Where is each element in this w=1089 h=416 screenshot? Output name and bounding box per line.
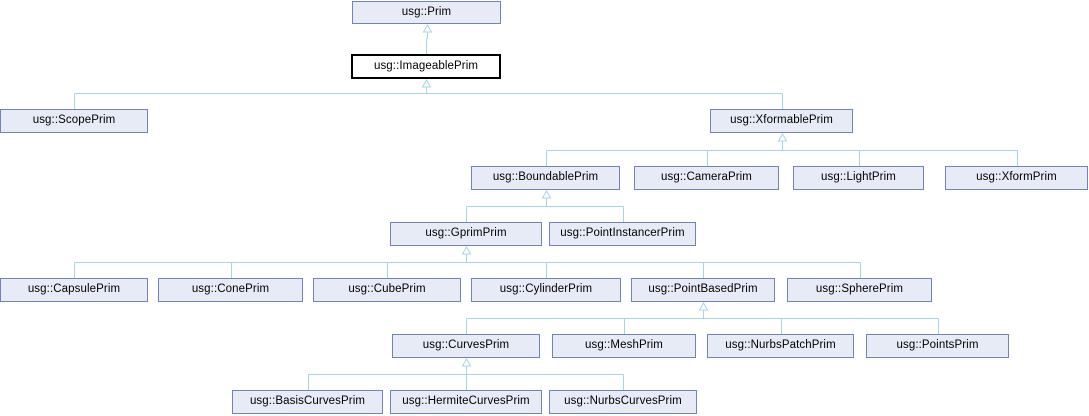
class-node-mesh[interactable]: usg::MeshPrim (552, 334, 696, 358)
class-node-scope[interactable]: usg::ScopePrim (0, 109, 148, 133)
class-node-basiscurves[interactable]: usg::BasisCurvesPrim (232, 390, 383, 414)
class-node-prim[interactable]: usg::Prim (352, 1, 501, 24)
class-node-gprim[interactable]: usg::GprimPrim (390, 222, 542, 246)
class-node-label: usg::MeshPrim (585, 339, 663, 352)
class-node-capsule[interactable]: usg::CapsulePrim (0, 278, 148, 302)
class-node-sphere[interactable]: usg::SpherePrim (787, 278, 932, 302)
class-node-label: usg::ScopePrim (32, 114, 116, 127)
class-node-label: usg::CapsulePrim (27, 283, 121, 296)
edge-group-curves (308, 357, 624, 391)
class-node-cube[interactable]: usg::CubePrim (313, 278, 461, 302)
class-node-label: usg::PointBasedPrim (648, 283, 758, 296)
class-node-label: usg::NurbsPatchPrim (725, 339, 836, 352)
class-node-label: usg::CubePrim (348, 283, 426, 296)
class-node-label: usg::ConePrim (191, 283, 270, 296)
class-node-imageable[interactable]: usg::ImageablePrim (351, 54, 501, 79)
class-node-label: usg::ImageablePrim (373, 59, 479, 72)
class-node-label: usg::BoundablePrim (492, 171, 599, 184)
class-node-points[interactable]: usg::PointsPrim (866, 334, 1009, 358)
class-node-label: usg::PointInstancerPrim (560, 227, 685, 240)
class-node-label: usg::Prim (401, 5, 452, 18)
inheritance-arrowhead (421, 78, 432, 88)
class-node-label: usg::CurvesPrim (422, 339, 510, 352)
edge-group-prim (422, 23, 433, 55)
class-node-pointinstancer[interactable]: usg::PointInstancerPrim (549, 222, 696, 246)
inheritance-arrowhead (698, 301, 709, 311)
inheritance-arrowhead (541, 189, 552, 199)
class-node-xformable[interactable]: usg::XformablePrim (710, 109, 853, 133)
class-node-nurbscurves[interactable]: usg::NurbsCurvesPrim (549, 390, 697, 414)
class-node-label: usg::CameraPrim (661, 171, 752, 184)
class-node-label: usg::GprimPrim (425, 227, 507, 240)
class-node-label: usg::BasisCurvesPrim (249, 395, 366, 408)
edge-group-xformable (546, 132, 1018, 167)
class-node-label: usg::LightPrim (821, 171, 896, 184)
class-node-label: usg::XformPrim (976, 171, 1057, 184)
edge-group-gprim (74, 245, 861, 279)
class-node-light[interactable]: usg::LightPrim (793, 166, 924, 190)
class-node-label: usg::HermiteCurvesPrim (402, 395, 530, 408)
class-node-xform[interactable]: usg::XformPrim (945, 166, 1088, 190)
class-node-label: usg::PointsPrim (896, 339, 979, 352)
class-node-nurbspatch[interactable]: usg::NurbsPatchPrim (707, 334, 854, 358)
class-node-curves[interactable]: usg::CurvesPrim (392, 334, 540, 358)
inheritance-arrowhead (422, 23, 433, 33)
class-node-camera[interactable]: usg::CameraPrim (634, 166, 779, 190)
class-node-cone[interactable]: usg::ConePrim (158, 278, 303, 302)
class-node-label: usg::NurbsCurvesPrim (564, 395, 682, 408)
edge-group-boundable (466, 189, 624, 223)
edge-group-imageable (74, 78, 783, 110)
class-node-hermitecurves[interactable]: usg::HermiteCurvesPrim (390, 390, 542, 414)
class-node-boundable[interactable]: usg::BoundablePrim (471, 166, 620, 190)
inheritance-arrowhead (461, 357, 472, 367)
class-node-cylinder[interactable]: usg::CylinderPrim (471, 278, 621, 302)
class-node-label: usg::XformablePrim (730, 114, 833, 127)
edge-group-pointbased (466, 301, 939, 335)
inheritance-arrowhead (777, 132, 788, 142)
class-node-label: usg::CylinderPrim (499, 283, 593, 296)
class-node-label: usg::SpherePrim (815, 283, 904, 296)
inheritance-arrowhead (461, 245, 472, 255)
class-node-pointbased[interactable]: usg::PointBasedPrim (631, 278, 775, 302)
